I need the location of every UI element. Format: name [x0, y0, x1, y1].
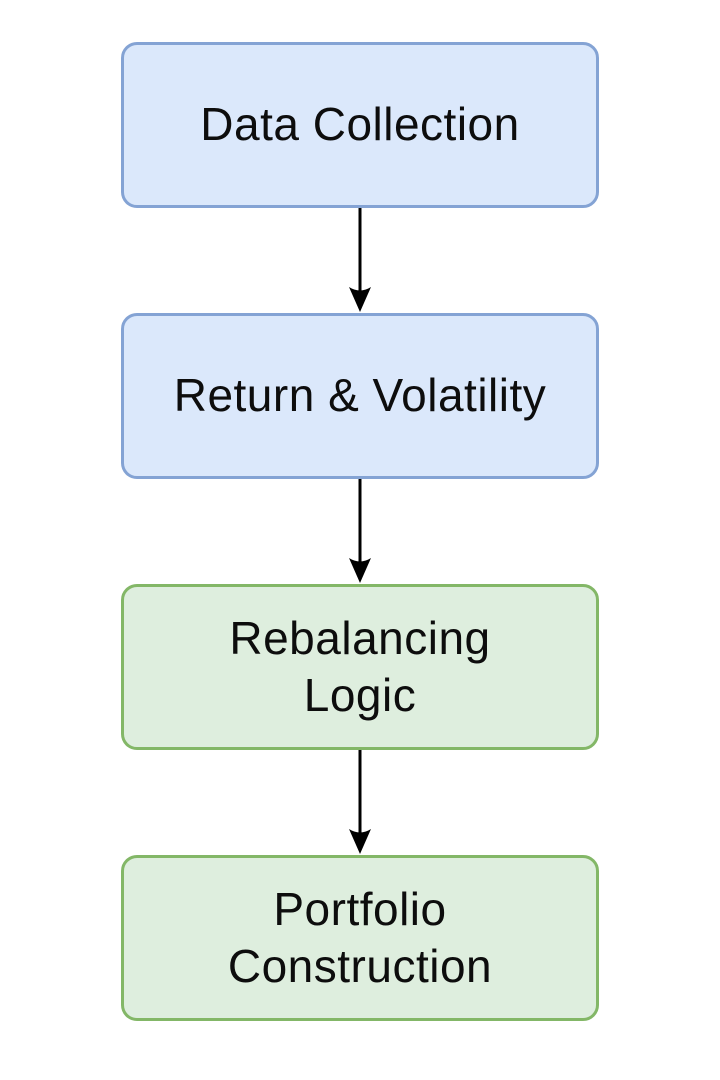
node-label-portfolio-construction: Portfolio Construction [227, 882, 493, 993]
flow-arrow-1 [346, 208, 374, 313]
node-label-return-volatility: Return & Volatility [173, 369, 547, 422]
flow-arrow-3 [346, 750, 374, 855]
arrow-down-icon [349, 750, 371, 854]
arrow-down-icon [349, 208, 371, 312]
flow-node-data-collection[interactable]: Data Collection [121, 42, 599, 208]
arrow-down-icon [349, 479, 371, 583]
flow-node-portfolio-construction[interactable]: Portfolio Construction [121, 855, 599, 1021]
flow-node-return-volatility[interactable]: Return & Volatility [121, 313, 599, 479]
flow-arrow-2 [346, 479, 374, 584]
node-label-data-collection: Data Collection [200, 98, 520, 151]
flow-node-rebalancing-logic[interactable]: Rebalancing Logic [121, 584, 599, 750]
node-label-rebalancing-logic: Rebalancing Logic [229, 611, 491, 722]
